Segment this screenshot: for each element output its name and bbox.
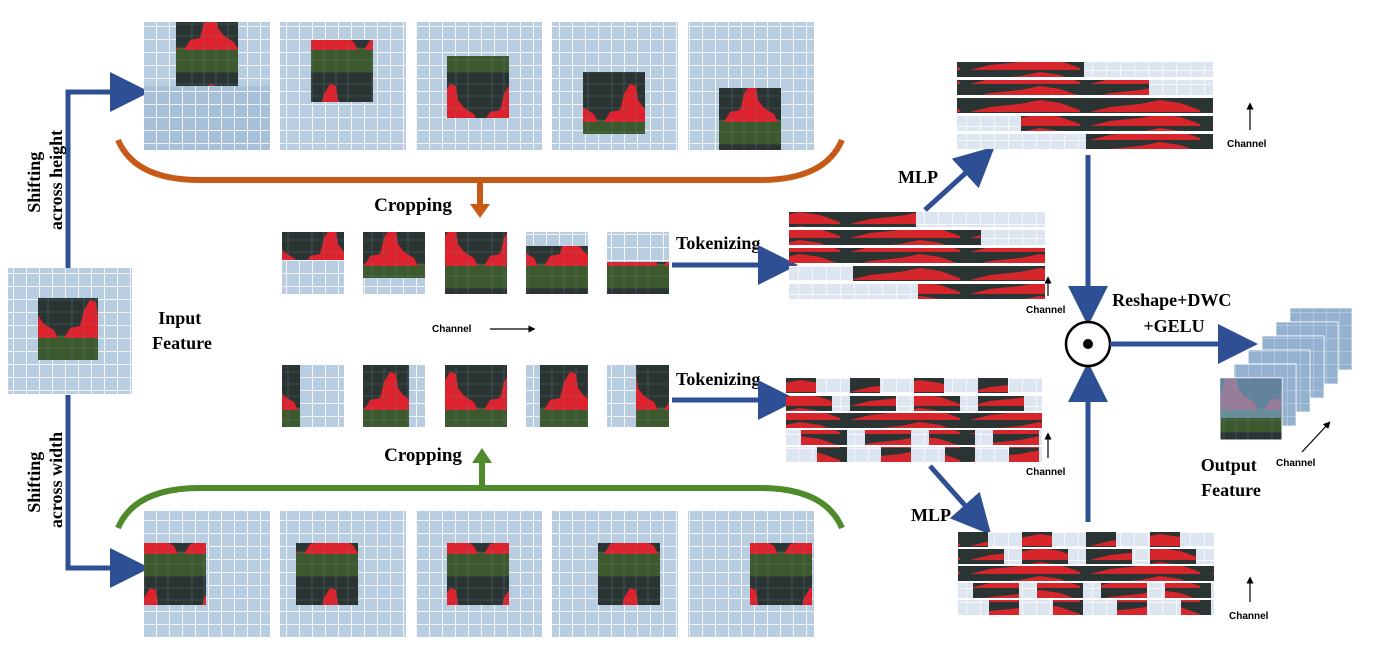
mlp-bottom-arrow (928, 464, 992, 535)
tokens-height (789, 212, 1045, 299)
channel-mid-label: Channel (432, 324, 472, 335)
channel-mlp-top-label: Channel (1227, 139, 1267, 150)
channel-tok-top-label: Channel (1026, 305, 1066, 316)
channel-mlp-bottom-label: Channel (1229, 611, 1269, 622)
tokenizing-bottom-label: Tokenizing (676, 369, 760, 389)
width-shifted-grids (144, 511, 814, 637)
cropping-bottom-label: Cropping (384, 445, 462, 466)
cropping-top-label: Cropping (374, 195, 452, 216)
mlp-bottom-label: MLP (911, 505, 951, 525)
cropped-height-row (282, 232, 669, 294)
tokens-width (786, 378, 1042, 462)
tokenizing-top-label: Tokenizing (676, 233, 760, 253)
input-feature-label: Input Feature (152, 308, 212, 353)
mlp-width-output (958, 532, 1214, 615)
green-arrowhead (472, 448, 492, 463)
input-feature-grid (8, 268, 132, 394)
shift-width-label: Shifting across width (24, 432, 66, 528)
elementwise-product-icon (1064, 320, 1112, 368)
cropped-width-row (282, 365, 669, 427)
channel-output-label: Channel (1276, 458, 1316, 469)
reshape-label: Reshape+DWC +GELU (1112, 290, 1236, 336)
mlp-height-output (957, 62, 1213, 149)
channel-tok-bottom-label: Channel (1026, 467, 1066, 478)
shift-width-arrow (65, 395, 150, 588)
shift-height-label: Shifting across height (24, 130, 66, 230)
height-shifted-grids (144, 22, 814, 150)
output-feature-label: Output Feature (1201, 455, 1262, 500)
orange-arrowhead (470, 204, 490, 218)
mlp-top-label: MLP (898, 167, 938, 187)
channel-output-arrow (1301, 421, 1331, 453)
mlp-top-arrow (923, 146, 995, 212)
output-feature-stack (1219, 307, 1353, 441)
shift-height-arrow (65, 72, 150, 268)
